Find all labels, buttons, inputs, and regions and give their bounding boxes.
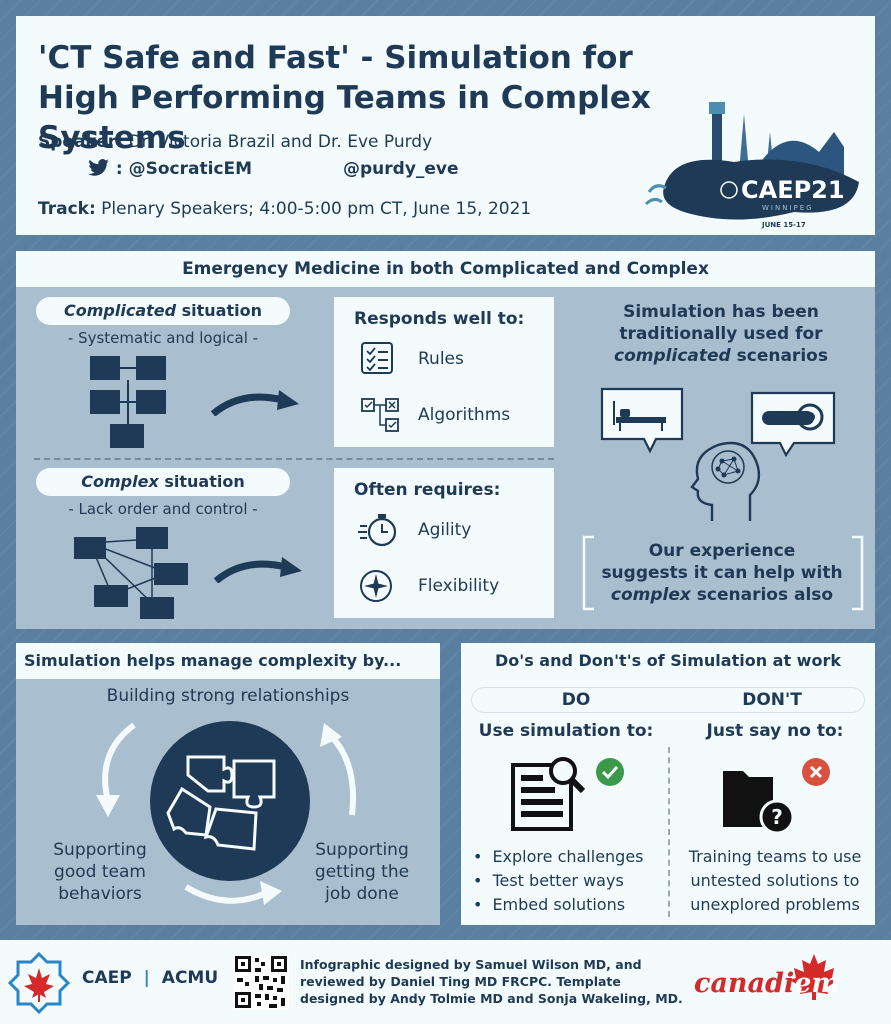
logo-dates: JUNE 15-17 [761, 221, 806, 229]
twitter-icon [88, 159, 109, 176]
logo-city: WINNIPEG [762, 204, 814, 212]
complex-pill: Complex situation [36, 468, 290, 496]
requires-item-agility: Agility [418, 520, 472, 540]
twitter-line: : @SocraticEM [88, 159, 252, 179]
cycle-diagram [96, 721, 357, 905]
do-dont-header-pill [471, 687, 865, 713]
do-item-embed: Embed solutions [473, 893, 644, 917]
svg-text:?: ? [771, 805, 783, 829]
speaker-label: Speaker: [38, 132, 123, 152]
track-value: Plenary Speakers; 4:00-5:00 pm CT, June … [101, 199, 532, 219]
arrow-icon-2 [214, 557, 302, 583]
puzzle-icon [166, 755, 276, 851]
do-list: Explore challenges Test better ways Embe… [473, 845, 644, 917]
dos-donts-title: Do's and Don't's of Simulation at work [495, 651, 841, 670]
supporting-team-behaviors-text: Supporting good team behaviors [53, 840, 147, 904]
complicated-complex-section: Emergency Medicine in both Complicated a… [16, 251, 875, 629]
right-bottom-text: Our experience suggests it can help with… [601, 541, 843, 605]
dont-label: DON'T [742, 690, 802, 710]
twitter-handle-2[interactable]: @purdy_eve [343, 159, 459, 179]
maple-leaf-icon [790, 954, 839, 1000]
track-label: Track: [38, 199, 96, 219]
simulation-illustration [600, 387, 836, 521]
dont-text: Training teams to use untested solutions… [688, 847, 862, 914]
caep21-logo: CAEP21 WINNIPEG JUNE 15-17 [644, 102, 859, 229]
right-top-text: Simulation has been traditionally used f… [614, 302, 828, 366]
requires-title: Often requires: [354, 480, 501, 500]
dos-donts-panel: Do's and Don't's of Simulation at work D… [461, 643, 875, 925]
network-icon [74, 527, 188, 619]
do-label: DO [561, 690, 591, 710]
requires-box: Often requires: Agility Flexibility [334, 468, 554, 618]
requires-item-flexibility: Flexibility [418, 576, 500, 596]
do-item-explore: Explore challenges [473, 845, 643, 869]
page-title: 'CT Safe and Fast' - Simulation for High… [38, 40, 651, 156]
dont-subtitle: Just say no to: [706, 721, 844, 741]
folder-question-icon: ? [723, 771, 795, 835]
vertical-divider [668, 747, 670, 917]
responds-title: Responds well to: [354, 309, 525, 329]
building-relationships-text: Building strong relationships [106, 686, 350, 706]
qr-code[interactable] [233, 954, 289, 1010]
responds-item-rules: Rules [418, 349, 464, 369]
speaker-line: Speaker: Dr. Victoria Brazil and Dr. Eve… [38, 132, 432, 152]
credits-text: Infographic designed by Samuel Wilson MD… [300, 957, 683, 1006]
supporting-job-done-text: Supporting getting the job done [314, 840, 410, 904]
responds-item-algorithms: Algorithms [418, 405, 511, 425]
footer: CAEP | ACMU Infographic designed by Samu… [0, 940, 891, 1024]
algorithm-icon [361, 398, 399, 432]
flowchart-icon [90, 356, 166, 448]
stopwatch-icon [358, 514, 397, 547]
header-panel: 'CT Safe and Fast' - Simulation for High… [16, 16, 875, 235]
complicated-pill: Complicated situation [36, 297, 290, 325]
responds-box: Responds well to: Rules Algorithms [334, 297, 554, 447]
complex-em: Complex [81, 472, 159, 491]
dashed-divider [34, 458, 554, 460]
manage-complexity-title: Simulation helps manage complexity by... [16, 643, 440, 679]
caep-acmu-text: CAEP | ACMU [82, 968, 219, 988]
cross-icon [802, 758, 830, 786]
bracket-frame [582, 535, 864, 611]
speaker-value: Dr. Victoria Brazil and Dr. Eve Purdy [128, 132, 433, 152]
arrow-icon [211, 390, 299, 416]
twitter-handle-1[interactable]: : @SocraticEM [115, 159, 253, 179]
check-icon [596, 758, 624, 786]
complex-subtitle: - Lack order and control - [68, 500, 258, 518]
checklist-icon [361, 342, 393, 374]
complex-rest: situation [158, 472, 245, 491]
complicated-em: Complicated [64, 301, 177, 320]
do-item-test: Test better ways [473, 869, 644, 893]
caep-logo-icon [8, 952, 70, 1014]
do-subtitle: Use simulation to: [478, 721, 654, 741]
manage-complexity-panel: Simulation helps manage complexity by...… [16, 643, 440, 925]
track-line: Track: Plenary Speakers; 4:00-5:00 pm CT… [38, 199, 531, 219]
compass-icon [360, 570, 392, 602]
document-search-icon [511, 757, 586, 831]
logo-text: CAEP21 [741, 176, 845, 204]
section-title: Emergency Medicine in both Complicated a… [16, 251, 875, 287]
complicated-rest: situation [176, 301, 262, 320]
complicated-subtitle: - Systematic and logical - [67, 329, 259, 347]
